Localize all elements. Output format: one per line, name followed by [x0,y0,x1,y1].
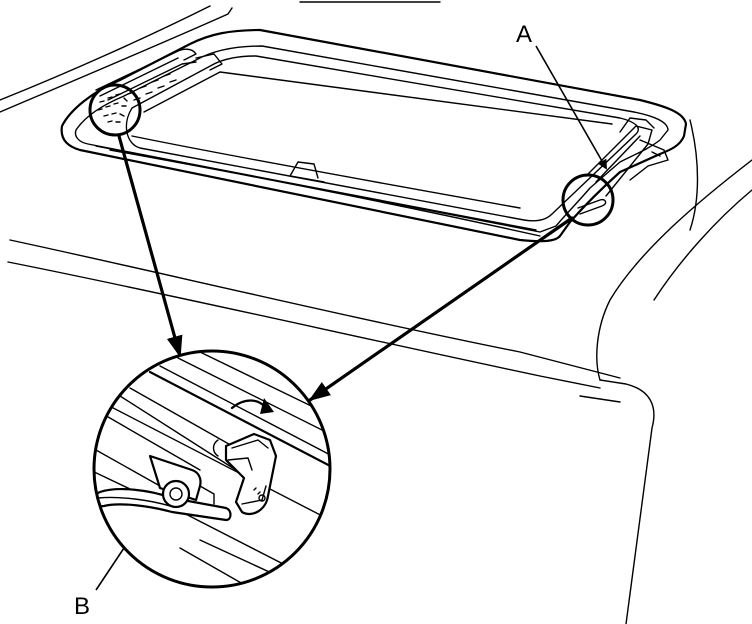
sunroof-assembly [60,28,688,243]
callout-a-label: A [516,21,532,48]
leader-a [535,45,607,170]
zoom-circle-front-left [88,83,142,137]
detail-view [92,349,332,589]
callout-b-label: B [74,593,90,620]
arrow-front-left [117,134,183,358]
zoom-circle-rear-right [561,173,615,227]
front-left-dots [97,93,128,123]
rear-right-clip [577,198,607,215]
arrow-rear-right [308,216,574,402]
